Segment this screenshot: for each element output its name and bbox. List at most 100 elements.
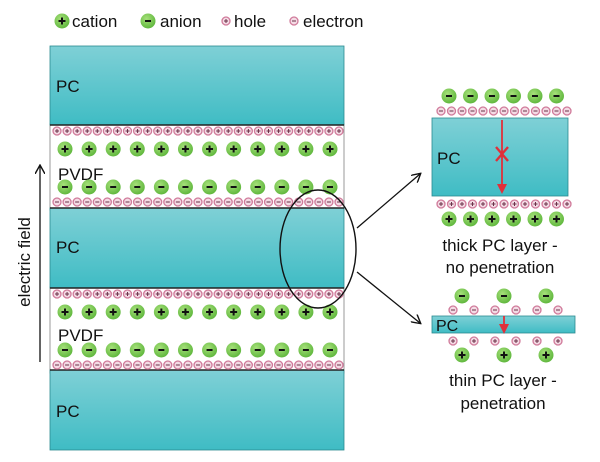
anion bbox=[226, 342, 242, 358]
legend-item-cation: cation bbox=[54, 12, 117, 31]
thin-pc-label: PC bbox=[436, 318, 458, 335]
hole bbox=[273, 289, 284, 299]
thick-caption-line2: no penetration bbox=[446, 258, 555, 277]
electron-symbol bbox=[289, 16, 299, 26]
hole bbox=[213, 126, 223, 136]
electron bbox=[314, 197, 324, 207]
hole bbox=[562, 199, 572, 209]
hole bbox=[112, 289, 123, 299]
hole bbox=[153, 126, 163, 136]
stack-charges bbox=[52, 126, 344, 370]
electron bbox=[193, 197, 203, 207]
hole bbox=[223, 289, 233, 299]
electron bbox=[253, 197, 264, 207]
electron bbox=[520, 106, 530, 116]
electric-field-indicator: electric field bbox=[15, 166, 40, 362]
hole bbox=[304, 289, 314, 299]
anion bbox=[57, 342, 73, 358]
electron bbox=[72, 197, 82, 207]
cation bbox=[322, 141, 338, 157]
electron bbox=[153, 360, 163, 370]
hole bbox=[314, 289, 324, 299]
electron bbox=[52, 197, 62, 207]
electron bbox=[511, 305, 521, 315]
electron bbox=[183, 197, 193, 207]
electron bbox=[530, 106, 541, 116]
hole bbox=[314, 126, 324, 136]
electron bbox=[203, 197, 213, 207]
hole bbox=[233, 289, 243, 299]
legend-item-hole: hole bbox=[221, 12, 266, 31]
anion bbox=[57, 179, 73, 195]
anion bbox=[506, 88, 521, 104]
thick-pc-label: PC bbox=[437, 149, 461, 168]
cation bbox=[298, 141, 314, 157]
electron bbox=[62, 360, 72, 370]
cation bbox=[549, 211, 564, 227]
cation bbox=[274, 304, 290, 320]
hole bbox=[52, 126, 62, 136]
thin-caption-line2: penetration bbox=[460, 394, 545, 413]
cation bbox=[153, 141, 169, 157]
electron bbox=[334, 360, 344, 370]
hole bbox=[173, 289, 183, 299]
hole bbox=[193, 126, 203, 136]
hole bbox=[253, 289, 264, 299]
hole bbox=[213, 289, 223, 299]
anion-symbol bbox=[140, 13, 156, 29]
electron bbox=[263, 360, 274, 370]
cation bbox=[57, 141, 73, 157]
electron bbox=[62, 197, 72, 207]
hole bbox=[92, 126, 102, 136]
electron bbox=[478, 106, 488, 116]
electron bbox=[92, 360, 102, 370]
cation bbox=[322, 304, 338, 320]
hole bbox=[142, 126, 153, 136]
anion bbox=[527, 88, 543, 104]
anion bbox=[105, 179, 121, 195]
hole bbox=[243, 289, 254, 299]
electron bbox=[92, 197, 102, 207]
hole bbox=[530, 199, 541, 209]
electron bbox=[324, 360, 334, 370]
hole bbox=[243, 126, 254, 136]
electron bbox=[469, 305, 479, 315]
legend-label-hole: hole bbox=[234, 12, 266, 31]
hole bbox=[183, 289, 193, 299]
hole bbox=[334, 126, 344, 136]
pc-layer-middle bbox=[49, 207, 345, 289]
callout-arrow-thin bbox=[356, 271, 420, 323]
electron bbox=[112, 360, 123, 370]
hole bbox=[509, 199, 520, 209]
cation bbox=[129, 141, 145, 157]
electron bbox=[122, 197, 133, 207]
electron bbox=[213, 197, 223, 207]
anion-icon bbox=[140, 13, 156, 29]
thin-pc-inset: PC thin PC layer - penetration bbox=[431, 288, 576, 413]
electron bbox=[253, 360, 264, 370]
electron bbox=[173, 360, 183, 370]
electron bbox=[467, 106, 478, 116]
pc-layer-bottom bbox=[49, 369, 345, 451]
anion bbox=[274, 179, 290, 195]
anion bbox=[129, 342, 145, 358]
electron bbox=[163, 360, 173, 370]
hole bbox=[511, 336, 521, 346]
thin-inset-charges bbox=[448, 288, 563, 363]
hole bbox=[294, 289, 304, 299]
hole bbox=[233, 126, 243, 136]
electron bbox=[243, 360, 254, 370]
cation bbox=[81, 304, 97, 320]
electron bbox=[553, 305, 563, 315]
hole bbox=[541, 199, 551, 209]
hole bbox=[478, 199, 488, 209]
anion bbox=[496, 288, 512, 304]
hole bbox=[469, 336, 479, 346]
electron bbox=[122, 360, 133, 370]
electron bbox=[132, 197, 143, 207]
hole bbox=[62, 126, 72, 136]
anion bbox=[105, 342, 121, 358]
anion bbox=[81, 342, 97, 358]
cation-symbol bbox=[54, 13, 70, 29]
